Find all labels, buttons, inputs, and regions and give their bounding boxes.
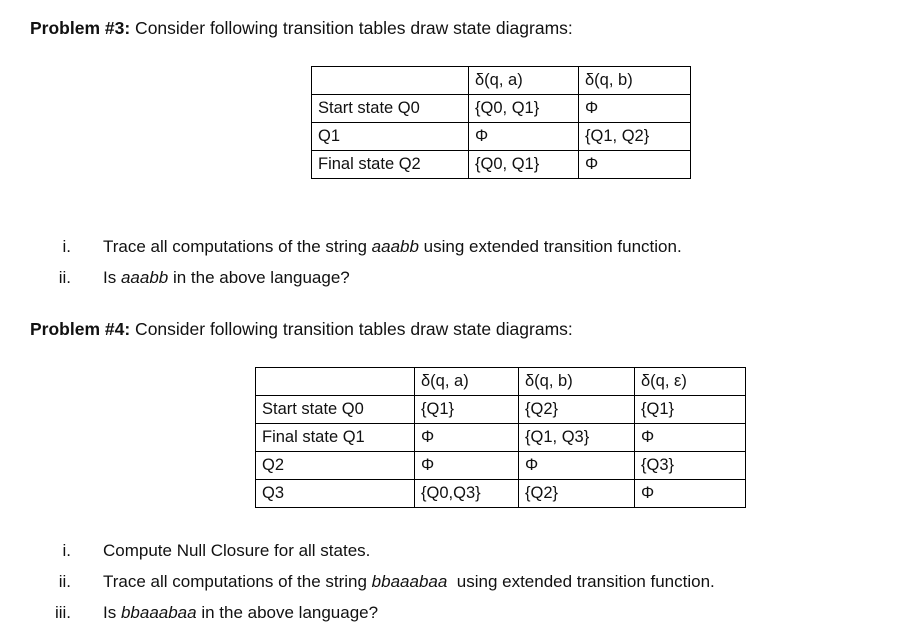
table-cell-value: {Q1, Q3} [518, 423, 635, 452]
table-cell-value: Φ [634, 423, 746, 452]
list-item-text-post: in the above language? [196, 603, 379, 622]
list-item: ii. Is aaabb in the above language? [30, 262, 890, 293]
table-cell-value: {Q1} [414, 395, 519, 424]
table-cell-state: Q3 [255, 479, 415, 508]
list-item-text-post: using extended transition function. [418, 237, 682, 256]
table-cell-state: Q1 [311, 122, 469, 151]
list-item-emphasis: aaabb [120, 268, 169, 287]
problem3-label: Problem #3: [30, 18, 131, 38]
table-row: Start state Q0 {Q0, Q1} Φ [311, 94, 691, 123]
table-header-cell [255, 367, 415, 396]
problem4-label: Problem #4: [30, 319, 131, 339]
list-item-text-pre: Compute Null Closure for all states. [103, 541, 371, 560]
question-list-problem3: i. Trace all computations of the string … [30, 231, 890, 293]
table-row: Final state Q2 {Q0, Q1} Φ [311, 150, 691, 179]
table-cell-state: Final state Q2 [311, 150, 469, 179]
table-cell-value: {Q1} [634, 395, 746, 424]
table-cell-value: Φ [414, 451, 519, 480]
transition-table-problem4: δ(q, a) δ(q, b) δ(q, ε) Start state Q0 {… [255, 367, 746, 508]
list-item-text-pre: Is [103, 268, 121, 287]
table-header-row: δ(q, a) δ(q, b) δ(q, ε) [255, 367, 746, 396]
table-cell-value: {Q0, Q1} [468, 150, 579, 179]
table-row: Q1 Φ {Q1, Q2} [311, 122, 691, 151]
list-item-text: Compute Null Closure for all states. [103, 535, 370, 566]
table-cell-value: Φ [414, 423, 519, 452]
table-header-cell: δ(q, a) [468, 66, 579, 95]
list-item-text-pre: Is [103, 603, 121, 622]
list-marker: i. [62, 237, 72, 256]
table-header-row: δ(q, a) δ(q, b) [311, 66, 691, 95]
list-item-emphasis: bbaaabaa [120, 603, 197, 622]
table-cell-state: Q2 [255, 451, 415, 480]
list-item: ii. Trace all computations of the string… [30, 566, 890, 597]
list-item-text-post: using extended transition function. [447, 572, 715, 591]
table-cell-value: {Q0,Q3} [414, 479, 519, 508]
table-row: Start state Q0 {Q1} {Q2} {Q1} [255, 395, 746, 424]
table-cell-value: {Q0, Q1} [468, 94, 579, 123]
question-list-problem4: i. Compute Null Closure for all states. … [30, 535, 890, 628]
table-cell-value: {Q2} [518, 395, 635, 424]
list-item: iii. Is bbaaabaa in the above language? [30, 597, 890, 628]
list-item-text: Is bbaaabaa in the above language? [103, 597, 378, 628]
table-header-cell: δ(q, ε) [634, 367, 746, 396]
table-cell-value: Φ [468, 122, 579, 151]
table-cell-state: Start state Q0 [311, 94, 469, 123]
list-item-text: Trace all computations of the string bba… [103, 566, 715, 597]
list-item: i. Compute Null Closure for all states. [30, 535, 890, 566]
table-cell-value: {Q3} [634, 451, 746, 480]
transition-table-problem3: δ(q, a) δ(q, b) Start state Q0 {Q0, Q1} … [311, 66, 691, 179]
list-item-emphasis: bbaaabaa [371, 572, 448, 591]
page-title: Problem #3: Consider following transitio… [30, 17, 573, 39]
list-marker: ii. [58, 268, 71, 287]
list-item-text: Is aaabb in the above language? [103, 262, 350, 293]
table-header-cell: δ(q, a) [414, 367, 519, 396]
table-cell-value: Φ [518, 451, 635, 480]
list-item: i. Trace all computations of the string … [30, 231, 890, 262]
table-cell-state: Final state Q1 [255, 423, 415, 452]
table-cell-state: Start state Q0 [255, 395, 415, 424]
list-item-text-pre: Trace all computations of the string [103, 237, 372, 256]
table-cell-value: Φ [578, 94, 691, 123]
table-cell-value: Φ [634, 479, 746, 508]
table-cell-value: {Q1, Q2} [578, 122, 691, 151]
list-item-emphasis: aaabb [371, 237, 419, 256]
list-marker: iii. [54, 603, 71, 622]
problem4-instruction: Consider following transition tables dra… [130, 319, 573, 339]
list-item-text-post: in the above language? [168, 268, 350, 287]
table-header-cell: δ(q, b) [578, 66, 691, 95]
table-row: Final state Q1 Φ {Q1, Q3} Φ [255, 423, 746, 452]
table-row: Q2 Φ Φ {Q3} [255, 451, 746, 480]
table-cell-value: Φ [578, 150, 691, 179]
list-marker: ii. [58, 572, 71, 591]
list-item-text: Trace all computations of the string aaa… [103, 231, 682, 262]
table-header-cell: δ(q, b) [518, 367, 635, 396]
problem3-instruction: Consider following transition tables dra… [130, 18, 573, 38]
table-header-cell [311, 66, 469, 95]
table-cell-value: {Q2} [518, 479, 635, 508]
table-row: Q3 {Q0,Q3} {Q2} Φ [255, 479, 746, 508]
list-marker: i. [62, 541, 72, 560]
list-item-text-pre: Trace all computations of the string [103, 572, 372, 591]
page-title-secondary: Problem #4: Consider following transitio… [30, 318, 573, 340]
